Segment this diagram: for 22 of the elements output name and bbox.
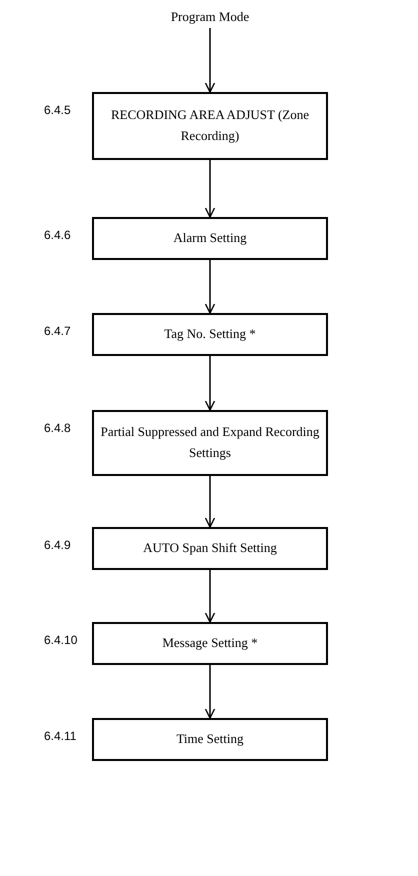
arrow [204, 570, 216, 623]
process-box: Tag No. Setting * [92, 313, 328, 356]
arrow [204, 356, 216, 411]
section-number: 6.4.6 [44, 229, 71, 241]
process-box: Alarm Setting [92, 217, 328, 260]
process-box: Time Setting [92, 718, 328, 761]
process-box: AUTO Span Shift Setting [92, 527, 328, 570]
arrow [204, 665, 216, 719]
section-number: 6.4.5 [44, 104, 71, 116]
arrow [204, 28, 216, 93]
arrow [204, 260, 216, 314]
section-number: 6.4.9 [44, 539, 71, 551]
section-number: 6.4.7 [44, 325, 71, 337]
process-box: Message Setting * [92, 622, 328, 665]
process-box: RECORDING AREA ADJUST (Zone Recording) [92, 92, 328, 160]
arrow [204, 476, 216, 528]
arrow [204, 160, 216, 218]
section-number: 6.4.11 [44, 730, 76, 742]
section-number: 6.4.8 [44, 422, 71, 434]
start-label: Program Mode [150, 6, 270, 28]
process-box: Partial Suppressed and Expand Recording Settings [92, 410, 328, 476]
section-number: 6.4.10 [44, 634, 78, 646]
